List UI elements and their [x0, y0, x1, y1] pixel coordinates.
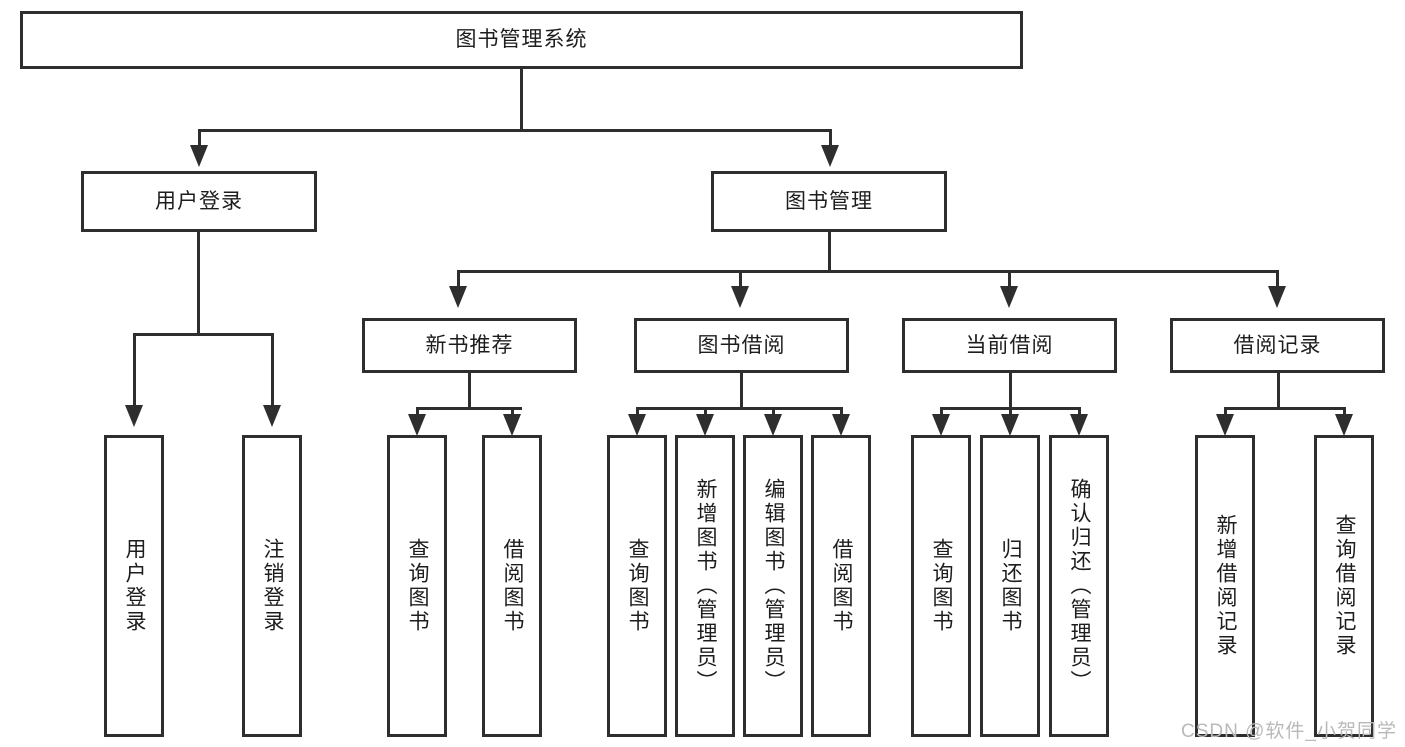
- csdn-watermark: CSDN @软件_小贺同学: [1181, 721, 1397, 742]
- leaf-br-query-record[interactable]: 查询借阅记录: [1314, 435, 1374, 737]
- leaf-bb-add-book-admin[interactable]: 新增图书（管理员）: [675, 435, 735, 737]
- connector-level2-bus: [199, 129, 832, 132]
- node-label: 新书推荐: [425, 333, 514, 357]
- leaf-bb-borrow-book[interactable]: 借阅图书: [811, 435, 871, 737]
- node-label: 查询图书: [930, 538, 954, 634]
- connector-level3-bus: [458, 270, 1279, 273]
- node-label: 查询图书: [626, 538, 650, 634]
- connector-drop-leaf-logout: [271, 333, 274, 413]
- node-label: 图书借阅: [697, 333, 786, 357]
- arrow-to-book-borrow: [731, 286, 749, 308]
- arrow-to-current-borrow: [1000, 286, 1018, 308]
- node-label: 借阅图书: [501, 538, 525, 634]
- node-label: 归还图书: [999, 538, 1023, 634]
- arrow-to-br-leaf-2: [1335, 414, 1353, 436]
- leaf-logout[interactable]: 注销登录: [242, 435, 302, 737]
- arrow-to-nbr-leaf-1: [408, 414, 426, 436]
- connector-borrow-record-stem: [1277, 373, 1280, 410]
- connector-drop-user-login: [198, 129, 201, 151]
- connector-new-book-recommend-bus: [417, 407, 522, 410]
- node-label: 图书管理: [785, 189, 873, 213]
- connector-drop-current-borrow: [1008, 270, 1011, 292]
- node-label: 用户登录: [155, 189, 243, 213]
- node-label: 借阅记录: [1233, 333, 1322, 357]
- node-label: 图书管理系统: [455, 28, 588, 52]
- node-book-management[interactable]: 图书管理: [711, 171, 947, 232]
- arrow-to-cb-leaf-2: [1001, 414, 1019, 436]
- connector-drop-book-management: [829, 129, 832, 151]
- node-label: 新增图书（管理员）: [694, 478, 718, 694]
- arrow-to-leaf-logout: [263, 405, 281, 427]
- connector-drop-new-book-recommend: [457, 270, 460, 292]
- connector-drop-book-borrow: [739, 270, 742, 292]
- leaf-bb-edit-book-admin[interactable]: 编辑图书（管理员）: [743, 435, 803, 737]
- node-label: 注销登录: [261, 538, 285, 634]
- arrow-to-br-leaf-1: [1216, 414, 1234, 436]
- node-label: 新增借阅记录: [1214, 514, 1238, 658]
- connector-borrow-record-bus: [1225, 407, 1344, 410]
- arrow-to-bb-leaf-3: [764, 414, 782, 436]
- node-label: 确认归还（管理员）: [1068, 478, 1092, 694]
- node-label: 查询图书: [406, 538, 430, 634]
- node-user-login[interactable]: 用户登录: [81, 171, 317, 232]
- arrow-to-new-book-recommend: [449, 286, 467, 308]
- leaf-user-login[interactable]: 用户登录: [104, 435, 164, 737]
- leaf-nbr-borrow-book[interactable]: 借阅图书: [482, 435, 542, 737]
- connector-user-login-bus: [134, 333, 274, 336]
- connector-drop-leaf-user-login: [133, 333, 136, 413]
- connector-new-book-recommend-stem: [468, 373, 471, 410]
- arrow-to-bb-leaf-2: [696, 414, 714, 436]
- leaf-cb-confirm-return-admin[interactable]: 确认归还（管理员）: [1049, 435, 1109, 737]
- connector-drop-borrow-record: [1276, 270, 1279, 292]
- connector-root-stem: [520, 69, 523, 131]
- arrow-to-user-login: [190, 145, 208, 167]
- node-current-borrow[interactable]: 当前借阅: [902, 318, 1117, 373]
- arrow-to-leaf-user-login: [125, 405, 143, 427]
- connector-book-management-stem: [828, 232, 831, 272]
- node-label: 查询借阅记录: [1333, 514, 1357, 658]
- leaf-cb-query-book[interactable]: 查询图书: [911, 435, 971, 737]
- leaf-nbr-query-book[interactable]: 查询图书: [387, 435, 447, 737]
- leaf-cb-return-book[interactable]: 归还图书: [980, 435, 1040, 737]
- arrow-to-cb-leaf-1: [932, 414, 950, 436]
- node-label: 借阅图书: [830, 538, 854, 634]
- leaf-bb-query-book[interactable]: 查询图书: [607, 435, 667, 737]
- arrow-to-bb-leaf-4: [832, 414, 850, 436]
- node-borrow-record[interactable]: 借阅记录: [1170, 318, 1385, 373]
- node-label: 当前借阅: [965, 333, 1054, 357]
- connector-book-borrow-bus: [637, 407, 842, 410]
- connector-current-borrow-stem: [1009, 373, 1012, 410]
- arrow-to-book-management: [821, 145, 839, 167]
- arrow-to-bb-leaf-1: [628, 414, 646, 436]
- arrow-to-borrow-record: [1268, 286, 1286, 308]
- connector-user-login-stem: [197, 232, 200, 336]
- node-root-book-management-system[interactable]: 图书管理系统: [20, 11, 1023, 69]
- leaf-br-add-record[interactable]: 新增借阅记录: [1195, 435, 1255, 737]
- node-label: 编辑图书（管理员）: [762, 478, 786, 694]
- node-book-borrow[interactable]: 图书借阅: [634, 318, 849, 373]
- connector-book-borrow-stem: [740, 373, 743, 410]
- node-new-book-recommend[interactable]: 新书推荐: [362, 318, 577, 373]
- node-label: 用户登录: [123, 538, 147, 634]
- arrow-to-nbr-leaf-2: [503, 414, 521, 436]
- arrow-to-cb-leaf-3: [1070, 414, 1088, 436]
